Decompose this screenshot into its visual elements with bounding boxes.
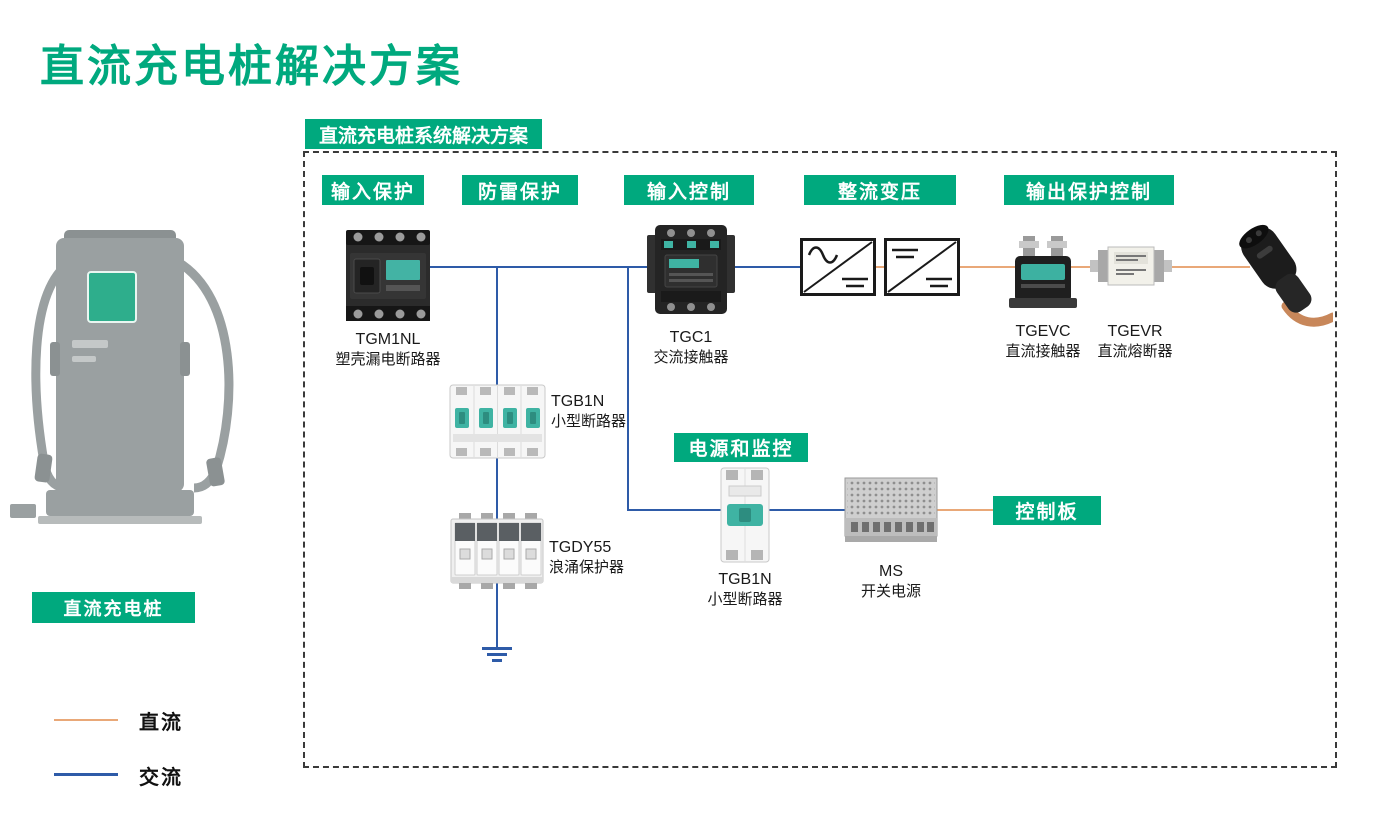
tgb1n-aux-product-image	[717, 466, 773, 564]
tgm1nl-model: TGM1NL	[355, 331, 421, 348]
wire-ac-monitor-drop	[627, 266, 629, 511]
tgm1nl-desc: 塑壳漏电断路器	[335, 351, 441, 368]
stage-tag-input-protection: 输入保护	[322, 175, 424, 205]
tgb1n-main-desc: 小型断路器	[551, 413, 627, 430]
legend-dc-line	[54, 719, 118, 721]
stage-tag-control-board: 控制板	[993, 496, 1101, 525]
ms-product-image	[843, 474, 939, 546]
stage-tag-rectification: 整流变压	[804, 175, 956, 205]
spd-icon	[450, 513, 544, 589]
acdc-icon	[800, 238, 876, 296]
ground-symbol	[480, 647, 514, 667]
legend-ac-label: 交流	[139, 767, 183, 789]
pile-label-tag: 直流充电桩	[32, 592, 195, 623]
page-title: 直流充电桩解决方案	[40, 42, 463, 91]
ms-label: MS 开关电源	[821, 562, 961, 602]
tgevc-label: TGEVC 直流接触器	[988, 322, 1098, 362]
contactor-icon	[647, 225, 735, 314]
tgdy55-product-image	[449, 511, 545, 591]
legend-dc-label: 直流	[139, 712, 183, 734]
mccb-icon	[346, 230, 430, 321]
charging-pile-icon	[10, 230, 234, 524]
wire-ac-main	[430, 266, 806, 268]
tgb1n-aux-desc: 小型断路器	[707, 591, 783, 608]
tgb1n-aux-label: TGB1N 小型断路器	[675, 570, 815, 610]
stage-tag-surge-protection: 防雷保护	[462, 175, 578, 205]
stage-tag-output-protection: 输出保护控制	[1004, 175, 1174, 205]
tgc1-model: TGC1	[669, 329, 713, 346]
tgevr-desc: 直流熔断器	[1097, 343, 1173, 360]
tgevc-model: TGEVC	[1015, 323, 1071, 340]
wire-dc-controlboard	[936, 509, 994, 511]
tgb1n-aux-model: TGB1N	[718, 571, 772, 588]
tgevr-product-image	[1090, 242, 1172, 290]
tgb1n-main-product-image	[449, 384, 546, 459]
tgb1n-main-label: TGB1N 小型断路器	[551, 392, 626, 432]
solution-panel	[303, 151, 1337, 768]
tgc1-desc: 交流接触器	[653, 349, 729, 366]
wire-dc-converter-link	[872, 266, 888, 268]
legend-ac-line	[54, 773, 118, 776]
power-supply-icon	[844, 477, 938, 542]
dc-contactor-icon	[1009, 236, 1077, 308]
tgevr-label: TGEVR 直流熔断器	[1080, 322, 1190, 362]
tgdy55-label: TGDY55 浪涌保护器	[549, 538, 624, 578]
tgdy55-desc: 浪涌保护器	[549, 559, 625, 576]
panel-header-tag: 直流充电桩系统解决方案	[305, 119, 543, 149]
tgevr-model: TGEVR	[1107, 323, 1163, 340]
tgevc-desc: 直流接触器	[1005, 343, 1081, 360]
tgm1nl-product-image	[340, 227, 436, 324]
charging-gun-icon	[1239, 224, 1338, 327]
ms-model: MS	[879, 563, 903, 580]
stage-tag-power-monitoring: 电源和监控	[674, 433, 808, 462]
tgb1n-main-model: TGB1N	[551, 393, 605, 410]
tgc1-label: TGC1 交流接触器	[621, 328, 761, 368]
fuse-icon	[1090, 246, 1172, 286]
charging-pile-illustration	[10, 222, 270, 532]
ms-desc: 开关电源	[860, 583, 921, 600]
dcdc-icon	[884, 238, 960, 296]
dcdc-converter-symbol	[884, 238, 960, 296]
acdc-converter-symbol	[800, 238, 876, 296]
mcb-4p-icon	[449, 384, 546, 459]
tgm1nl-label: TGM1NL 塑壳漏电断路器	[318, 330, 458, 370]
tgevc-product-image	[1009, 230, 1077, 312]
tgdy55-model: TGDY55	[549, 539, 612, 556]
tgc1-product-image	[645, 221, 737, 318]
mcb-2p-icon	[720, 467, 770, 563]
stage-tag-input-control: 输入控制	[624, 175, 754, 205]
charging-gun-image	[1228, 222, 1338, 330]
